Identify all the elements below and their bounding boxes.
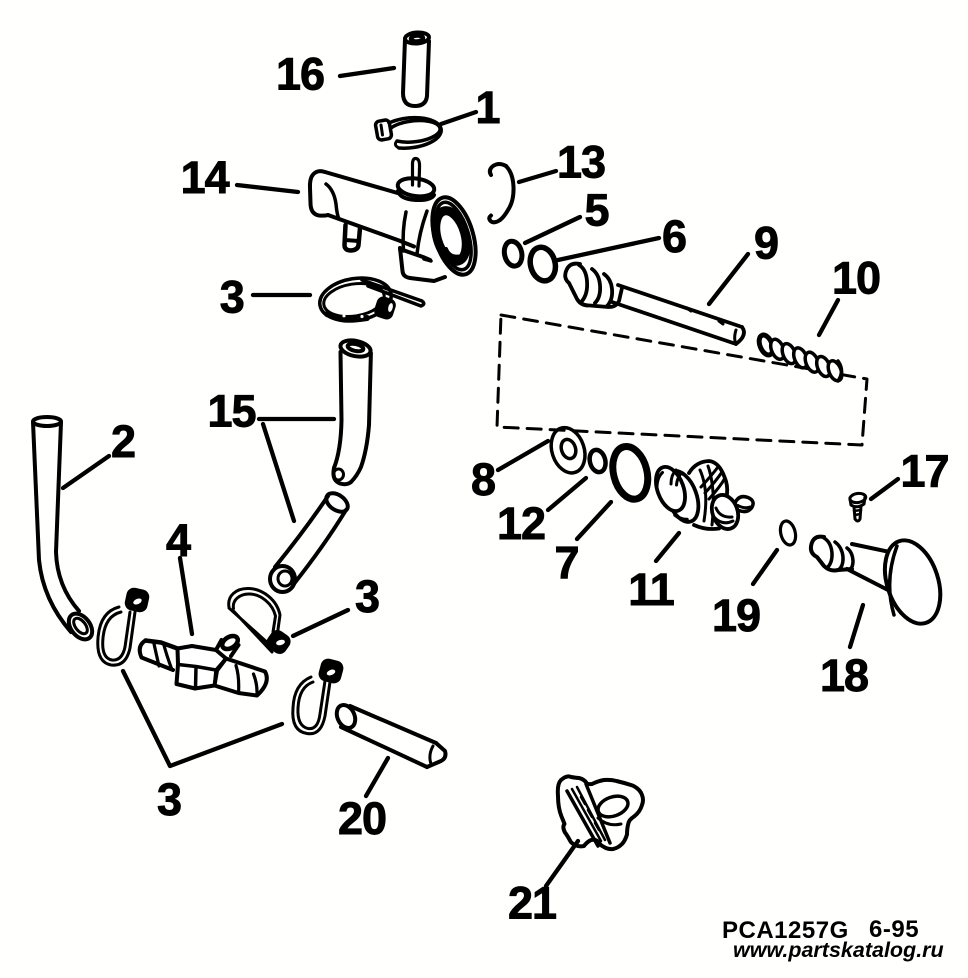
svg-text:17: 17	[900, 446, 948, 497]
svg-text:www.partskatalog.ru: www.partskatalog.ru	[733, 938, 944, 962]
svg-text:PCA1257G: PCA1257G	[722, 917, 849, 944]
svg-text:10: 10	[832, 253, 880, 304]
svg-text:4: 4	[166, 515, 191, 566]
svg-text:16: 16	[276, 49, 324, 100]
svg-text:19: 19	[712, 590, 760, 641]
svg-text:1: 1	[475, 82, 499, 133]
svg-text:18: 18	[820, 650, 868, 701]
svg-text:20: 20	[338, 793, 386, 844]
svg-text:6-95: 6-95	[869, 916, 919, 943]
svg-text:2: 2	[111, 416, 135, 467]
svg-text:3: 3	[157, 774, 181, 825]
svg-text:21: 21	[508, 878, 556, 929]
svg-text:3: 3	[220, 272, 244, 323]
svg-text:15: 15	[207, 386, 255, 437]
svg-text:5: 5	[584, 185, 608, 236]
svg-text:7: 7	[554, 537, 578, 588]
svg-text:11: 11	[628, 564, 674, 615]
svg-text:13: 13	[557, 137, 605, 188]
svg-text:3: 3	[355, 571, 379, 622]
svg-text:8: 8	[471, 454, 495, 505]
svg-text:12: 12	[497, 498, 545, 549]
svg-text:14: 14	[181, 152, 230, 203]
svg-text:9: 9	[754, 218, 778, 269]
svg-text:6: 6	[662, 211, 686, 262]
